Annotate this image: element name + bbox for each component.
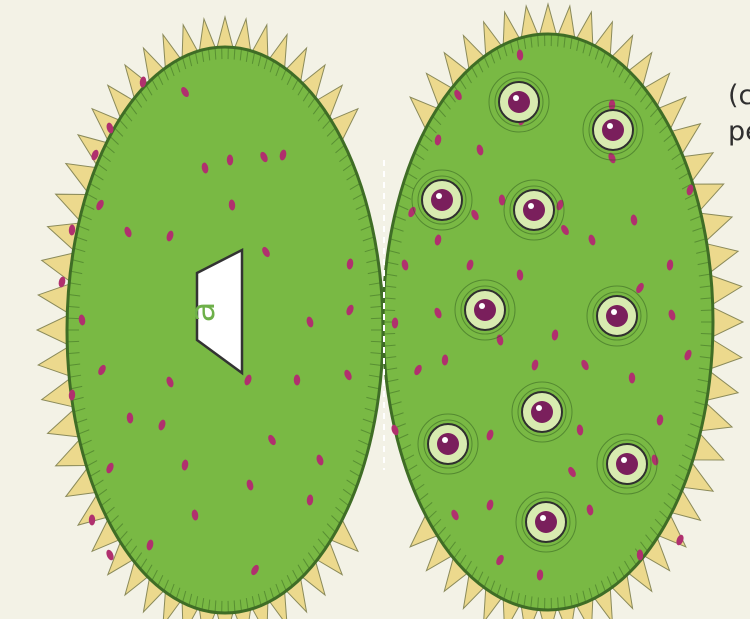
spike [711,275,742,304]
spike [199,19,215,51]
eye-highlight [479,303,485,309]
caption-line-2: pe [728,116,750,147]
label-letter-a: a [183,302,223,323]
eye-pupil [437,433,459,455]
eye-pupil [474,299,496,321]
eye-pupil [606,305,628,327]
hatch-stroke [371,318,383,319]
hatch-stroke [701,334,713,335]
eye-pupil [531,401,553,423]
eye-pupil [616,453,638,475]
hatch-stroke [371,341,383,342]
eye-highlight [540,515,546,521]
spike [38,284,69,312]
eye-pupil [508,91,530,113]
spike [37,316,67,345]
hatch-stroke [383,310,395,311]
spike [42,379,73,407]
spike [38,347,69,375]
spike [235,19,251,51]
eye-highlight [607,123,613,129]
eye-pupil [523,199,545,221]
spike [711,340,742,369]
eye-highlight [436,193,442,199]
spike [540,4,557,34]
eye-highlight [621,457,627,463]
eye-highlight [536,405,542,411]
hatch-stroke [67,318,79,319]
eye-highlight [513,95,519,101]
eye-pupil [535,511,557,533]
caption-line-1: (c [728,80,750,111]
spike [521,6,538,38]
eye-highlight [611,309,617,315]
eye-pupil [431,189,453,211]
eye-highlight [528,203,534,209]
hatch-stroke [67,341,79,342]
hatch-stroke [383,334,395,335]
spot [89,515,95,526]
eye-highlight [442,437,448,443]
spike [713,307,743,336]
eye-pupil [602,119,624,141]
spike [217,17,233,47]
spike [42,253,73,281]
hatch-stroke [701,310,713,311]
spike [558,6,575,38]
